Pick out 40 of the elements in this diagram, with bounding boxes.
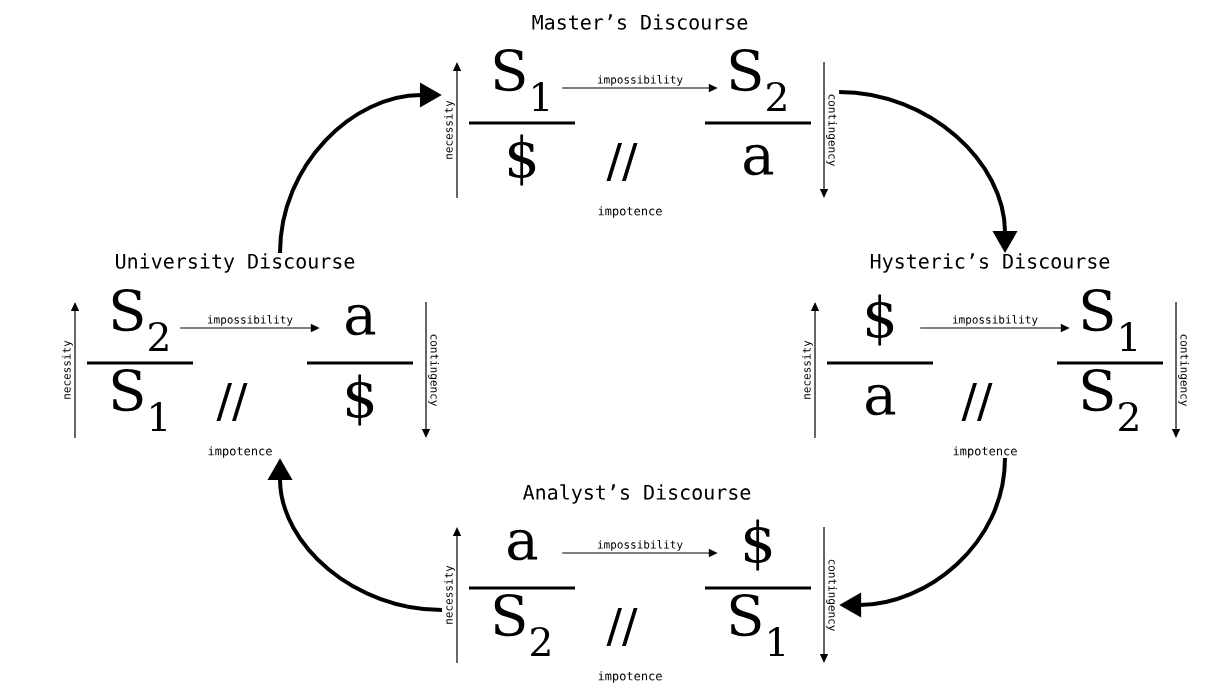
edge-label: impossibility [597,540,683,551]
matheme-symbol: S$_{2}$ [494,593,550,657]
edge-label: impossibility [207,315,293,326]
impotence-label: impotence [208,446,272,458]
direction-label: contingency [1178,334,1189,406]
impotence-label: impotence [598,206,662,218]
impotence-label: impotence [953,446,1017,458]
discourse-title: Master’s Discourse [532,14,748,30]
direction-label: contingency [428,334,439,406]
matheme-symbol: S$_{1}$ [494,48,548,112]
direction-label: necessity [444,565,455,624]
matheme-symbol: S$_{2}$ [1082,368,1138,432]
matheme-symbol: a [744,144,774,176]
matheme-symbol: a [508,529,538,561]
direction-label: necessity [444,100,455,159]
matheme-symbol: S$_{1}$ [1082,288,1136,352]
discourse-title: Hysteric’s Discourse [870,253,1110,273]
matheme-symbol: a [866,384,896,416]
discourse-title: Analyst’s Discourse [523,484,751,504]
direction-label: contingency [826,94,837,166]
matheme-symbol: S$_{2}$ [112,288,168,352]
matheme-symbol: a [346,304,376,336]
separator-mark: // [606,143,638,181]
direction-label: necessity [62,340,73,399]
matheme-symbol: $ [866,294,894,346]
separator-mark: // [606,608,638,646]
matheme-symbol: S$_{2}$ [730,48,786,112]
direction-label: necessity [802,340,813,399]
matheme-symbol: $ [744,519,772,571]
matheme-symbol: $ [346,374,374,426]
discourse-title: University Discourse [116,253,355,273]
edge-label: impossibility [597,75,683,86]
matheme-symbol: $ [508,134,536,186]
edge-label: impossibility [952,315,1038,326]
matheme-symbol: S$_{1}$ [112,368,166,432]
direction-label: contingency [826,559,837,631]
impotence-label: impotence [598,671,662,683]
separator-mark: // [961,383,993,421]
separator-mark: // [216,383,248,421]
matheme-symbol: S$_{1}$ [730,593,784,657]
